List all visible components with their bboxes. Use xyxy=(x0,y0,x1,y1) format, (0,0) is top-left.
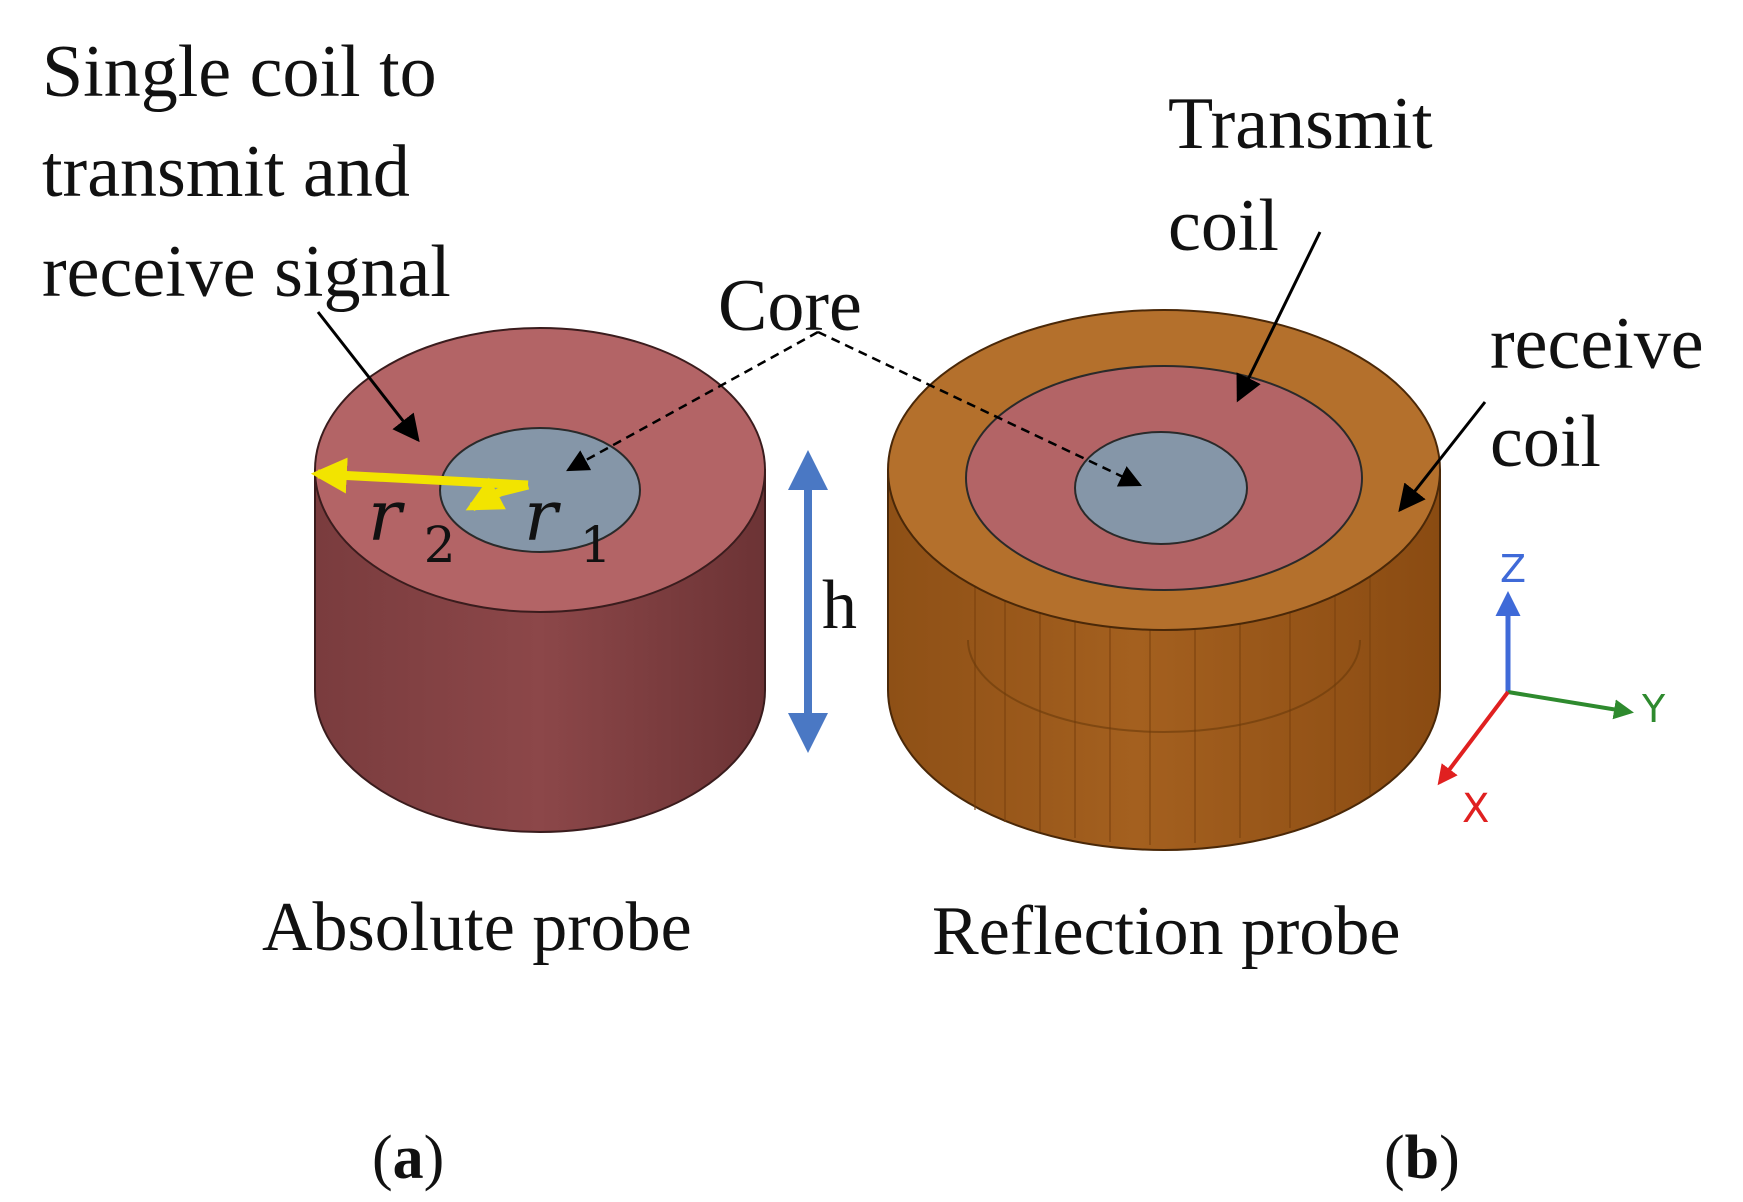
receive-coil-label-line1: receive xyxy=(1490,303,1704,385)
radius-arrows xyxy=(310,457,530,511)
reflection-probe xyxy=(887,309,1441,851)
height-label: h xyxy=(822,567,857,644)
y-axis-arrow xyxy=(1507,690,1634,720)
r1-arrow xyxy=(465,477,530,511)
reflection-core xyxy=(1074,431,1248,545)
absolute-probe xyxy=(314,327,766,833)
x-axis-arrow xyxy=(1437,690,1510,786)
core-label: Core xyxy=(718,265,862,347)
receive-leader xyxy=(1398,401,1487,513)
receive-coil-label-line2: coil xyxy=(1490,401,1601,483)
reflection-inner-band xyxy=(967,639,1361,733)
x-axis-label: X xyxy=(1462,786,1489,832)
panel-a-letter: a xyxy=(393,1124,424,1192)
axis-triad: Z Y X xyxy=(1437,547,1666,832)
r1-label: r 1 xyxy=(524,475,612,574)
r2-label-sub: 2 xyxy=(424,516,456,574)
panel-a-close: ) xyxy=(424,1124,445,1192)
panel-b-letter: b xyxy=(1405,1124,1439,1192)
panel-b-close: ) xyxy=(1439,1124,1460,1192)
panel-a-label: (a) xyxy=(372,1124,444,1192)
transmit-leader xyxy=(1236,231,1322,403)
panel-b-label: (b) xyxy=(1384,1124,1460,1192)
core-leader-left xyxy=(566,330,819,472)
reflection-probe-caption: Reflection probe xyxy=(932,893,1400,970)
single-coil-label-line1: Single coil to xyxy=(42,31,437,113)
leader-arrows xyxy=(316,231,1487,513)
transmit-coil-label-line1: Transmit xyxy=(1168,83,1433,165)
single-coil-label-line2: transmit and xyxy=(42,131,410,213)
panel-b-open: ( xyxy=(1384,1124,1405,1192)
single-coil-label-line3: receive signal xyxy=(42,231,451,313)
r2-label-base: r xyxy=(368,475,405,557)
r1-label-sub: 1 xyxy=(580,516,612,574)
r1-label-base: r xyxy=(524,475,561,557)
r2-label: r 2 xyxy=(368,475,456,574)
transmit-coil-label-line2: coil xyxy=(1168,185,1279,267)
absolute-probe-caption: Absolute probe xyxy=(262,889,692,966)
z-axis-label: Z xyxy=(1500,547,1526,591)
panel-a-open: ( xyxy=(372,1124,393,1192)
single-coil-leader xyxy=(316,311,420,443)
y-axis-label: Y xyxy=(1641,687,1666,731)
